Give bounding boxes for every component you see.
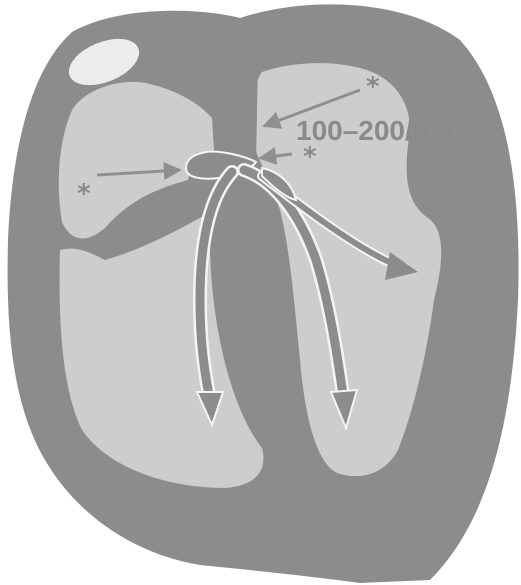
rate-label: 100–200/min [296, 115, 463, 146]
focus-marker-top: * [366, 72, 380, 102]
focus-marker-left: * [77, 179, 91, 209]
focus-marker-right: * [303, 142, 317, 172]
his-bundle [240, 60, 258, 165]
